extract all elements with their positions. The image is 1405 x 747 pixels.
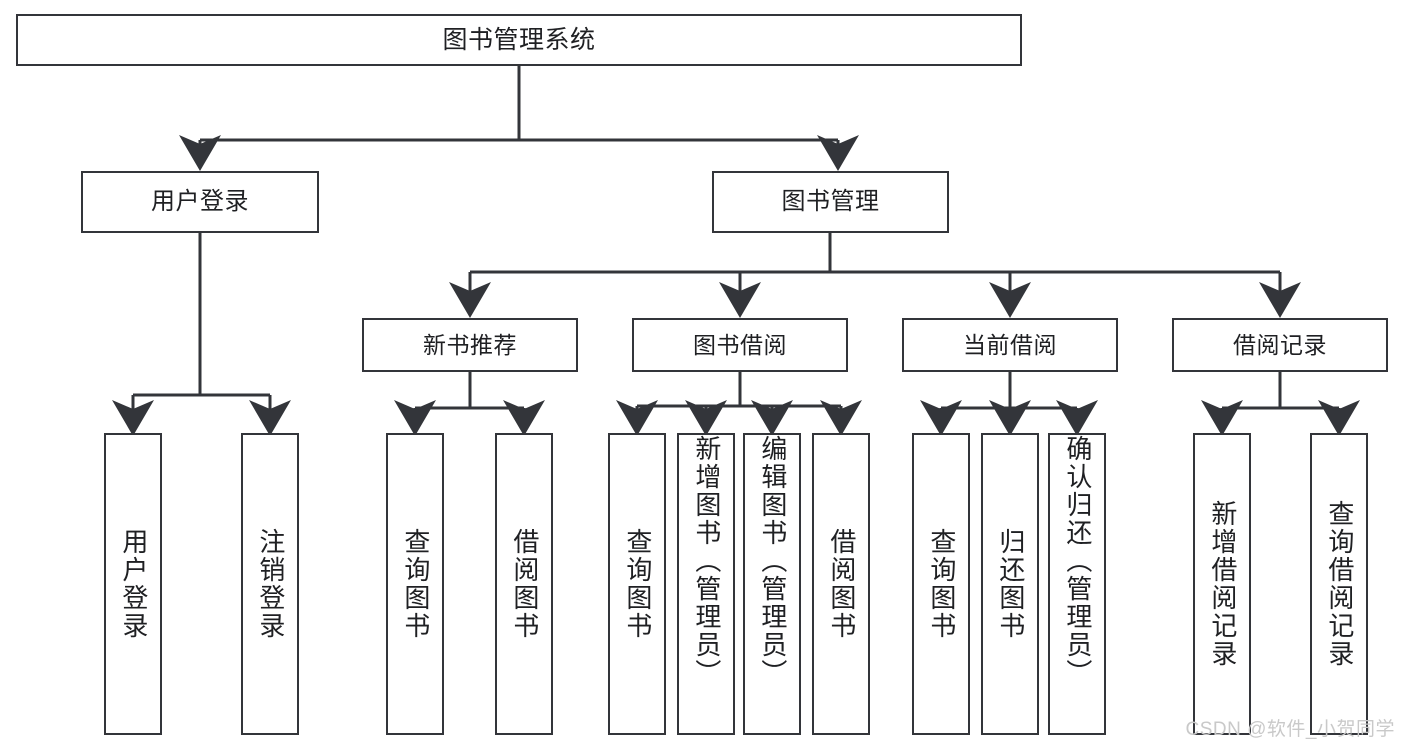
leaf-book-borrow-borrow[interactable]: 借阅图书 <box>812 433 870 735</box>
leaf-book-borrow-query[interactable]: 查询图书 <box>608 433 666 735</box>
node-borrow-record-label: 借阅记录 <box>1233 331 1327 358</box>
node-borrow-record[interactable]: 借阅记录 <box>1172 318 1388 372</box>
leaf-borrow-record-add-label: 新增借阅记录 <box>1207 500 1238 668</box>
node-new-book-recommend[interactable]: 新书推荐 <box>362 318 578 372</box>
leaf-book-borrow-edit-label: 编辑图书（管理员） <box>757 435 788 687</box>
leaf-current-borrow-confirm[interactable]: 确认归还（管理员） <box>1048 433 1106 735</box>
node-book-borrow-label: 图书借阅 <box>693 331 787 358</box>
node-book-management[interactable]: 图书管理 <box>712 171 949 233</box>
leaf-book-borrow-edit[interactable]: 编辑图书（管理员） <box>743 433 801 735</box>
leaf-book-borrow-add[interactable]: 新增图书（管理员） <box>677 433 735 735</box>
node-current-borrow[interactable]: 当前借阅 <box>902 318 1118 372</box>
node-user-login-label: 用户登录 <box>151 188 249 216</box>
leaf-new-book-query-label: 查询图书 <box>400 528 431 640</box>
leaf-new-book-query[interactable]: 查询图书 <box>386 433 444 735</box>
leaf-current-borrow-query-label: 查询图书 <box>926 528 957 640</box>
leaf-new-book-borrow[interactable]: 借阅图书 <box>495 433 553 735</box>
leaf-current-borrow-confirm-label: 确认归还（管理员） <box>1062 435 1093 687</box>
leaf-new-book-borrow-label: 借阅图书 <box>509 528 540 640</box>
leaf-book-borrow-query-label: 查询图书 <box>622 528 653 640</box>
leaf-user-login-logout[interactable]: 注销登录 <box>241 433 299 735</box>
node-root-label: 图书管理系统 <box>442 25 596 54</box>
node-book-borrow[interactable]: 图书借阅 <box>632 318 848 372</box>
node-new-book-recommend-label: 新书推荐 <box>423 331 517 358</box>
leaf-borrow-record-query[interactable]: 查询借阅记录 <box>1310 433 1368 735</box>
node-book-management-label: 图书管理 <box>781 188 880 216</box>
leaf-current-borrow-return[interactable]: 归还图书 <box>981 433 1039 735</box>
leaf-borrow-record-add[interactable]: 新增借阅记录 <box>1193 433 1251 735</box>
leaf-user-login-logout-label: 注销登录 <box>255 528 286 640</box>
leaf-borrow-record-query-label: 查询借阅记录 <box>1324 500 1355 668</box>
leaf-user-login-login[interactable]: 用户登录 <box>104 433 162 735</box>
leaf-current-borrow-return-label: 归还图书 <box>995 528 1026 640</box>
node-current-borrow-label: 当前借阅 <box>963 331 1057 358</box>
leaf-book-borrow-add-label: 新增图书（管理员） <box>691 435 722 687</box>
leaf-user-login-login-label: 用户登录 <box>118 528 149 640</box>
leaf-current-borrow-query[interactable]: 查询图书 <box>912 433 970 735</box>
node-user-login[interactable]: 用户登录 <box>81 171 319 233</box>
node-root[interactable]: 图书管理系统 <box>16 14 1022 66</box>
leaf-book-borrow-borrow-label: 借阅图书 <box>826 528 857 640</box>
